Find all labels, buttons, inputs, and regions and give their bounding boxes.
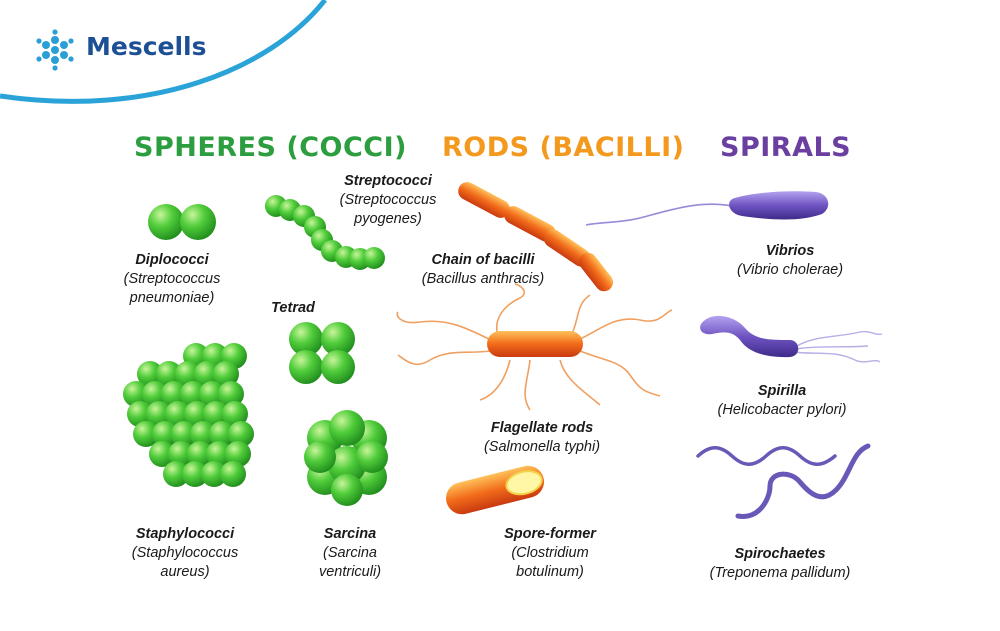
label-species: (Helicobacter pylori): [717, 402, 847, 418]
staphylococcus-cell: [137, 361, 163, 387]
label-name: Spirochaetes: [734, 546, 826, 562]
staphylococcus-cell: [225, 441, 251, 467]
label-tetrad: Tetrad: [271, 299, 315, 318]
label-flagellate-rods: Flagellate rods (Salmonella typhi): [484, 419, 600, 457]
staphylococcus-cell: [201, 461, 227, 487]
label-species: (Bacillus anthracis): [421, 271, 545, 287]
label-species: botulinum): [516, 564, 584, 580]
heading-bacilli: RODS (BACILLI): [442, 132, 685, 163]
staphylococcus-cell: [180, 381, 206, 407]
label-name: Staphylococci: [135, 526, 235, 542]
label-species: (Streptococcus: [339, 192, 437, 208]
label-sarcina: Sarcina (Sarcina ventriculi): [319, 525, 381, 582]
chain-of-bacilli-icon: [458, 182, 614, 292]
staphylococcus-cell: [187, 441, 213, 467]
label-species: (Vibrio cholerae): [736, 262, 844, 278]
label-name: Tetrad: [271, 300, 315, 316]
staphylococcus-cell: [228, 421, 254, 447]
label-diplococci: Diplococci (Streptococcus pneumoniae): [124, 251, 221, 308]
label-species: (Streptococcus: [123, 271, 221, 287]
staphylococcus-cell: [168, 441, 194, 467]
label-species: (Salmonella typhi): [483, 439, 601, 455]
label-spirochaetes: Spirochaetes (Treponema pallidum): [710, 545, 851, 583]
staphylococcus-cell: [220, 461, 246, 487]
label-name: Flagellate rods: [490, 420, 594, 436]
spore-former-icon: [446, 465, 544, 515]
staphylococci-icon: [123, 343, 254, 487]
label-name: Diplococci: [135, 252, 209, 268]
label-species: (Staphylococcus: [131, 545, 239, 561]
label-staphylococci: Staphylococci (Staphylococcus aureus): [132, 525, 238, 582]
staphylococcus-cell: [146, 401, 172, 427]
label-spirilla: Spirilla (Helicobacter pylori): [718, 382, 847, 420]
header-swoosh: [0, 0, 327, 104]
flagellate-rod-icon: [396, 283, 673, 411]
label-species: (Sarcina: [322, 545, 377, 561]
staphylococcus-cell: [194, 361, 220, 387]
spirillum-icon: [700, 315, 883, 363]
sarcina-icon: [304, 410, 388, 506]
streptococci-icon: [265, 195, 385, 270]
staphylococcus-cell: [156, 361, 182, 387]
staphylococcus-cell: [149, 441, 175, 467]
staphylococcus-cell: [165, 401, 191, 427]
label-name: Spirilla: [757, 383, 807, 399]
label-spore-former: Spore-former (Clostridium botulinum): [504, 525, 596, 582]
staphylococcus-cell: [199, 381, 225, 407]
diplococci-icon: [148, 204, 216, 240]
staphylococcus-cell: [123, 381, 149, 407]
staphylococcus-cell: [133, 421, 159, 447]
staphylococcus-cell: [152, 421, 178, 447]
label-name: Sarcina: [323, 526, 377, 542]
label-streptococci: Streptococci (Streptococcus pyogenes): [340, 172, 437, 229]
staphylococcus-cell: [142, 381, 168, 407]
vibrio-icon: [585, 191, 829, 226]
tetrad-icon: [289, 322, 355, 384]
label-species: aureus): [160, 564, 210, 580]
label-name: Streptococci: [344, 173, 432, 189]
label-name: Vibrios: [765, 243, 815, 259]
brand-name: Mescells: [86, 32, 207, 61]
staphylococcus-cell: [175, 361, 201, 387]
staphylococcus-cell: [222, 401, 248, 427]
staphylococcus-cell: [190, 421, 216, 447]
staphylococcus-cell: [213, 361, 239, 387]
staphylococcus-cell: [171, 421, 197, 447]
label-chain-of-bacilli: Chain of bacilli (Bacillus anthracis): [422, 251, 545, 289]
label-vibrios: Vibrios (Vibrio cholerae): [737, 242, 843, 280]
staphylococcus-cell: [161, 381, 187, 407]
staphylococcus-cell: [206, 441, 232, 467]
staphylococcus-cell: [218, 381, 244, 407]
staphylococcus-cell: [209, 421, 235, 447]
cell-cluster-logo-icon: [36, 29, 74, 71]
label-name: Chain of bacilli: [431, 252, 535, 268]
label-species: ventriculi): [318, 564, 382, 580]
label-species: (Clostridium: [511, 545, 589, 561]
label-name: Spore-former: [504, 526, 596, 542]
staphylococcus-cell: [203, 401, 229, 427]
staphylococcus-cell: [163, 461, 189, 487]
spirochaete-icon: [696, 443, 871, 519]
label-species: pneumoniae): [129, 290, 215, 306]
label-species: (Treponema pallidum): [709, 565, 851, 581]
heading-spirals: SPIRALS: [720, 132, 852, 163]
staphylococcus-cell: [127, 401, 153, 427]
staphylococcus-cell: [182, 461, 208, 487]
label-species: pyogenes): [354, 211, 422, 227]
staphylococcus-cell: [184, 401, 210, 427]
heading-cocci: SPHERES (COCCI): [134, 132, 407, 163]
